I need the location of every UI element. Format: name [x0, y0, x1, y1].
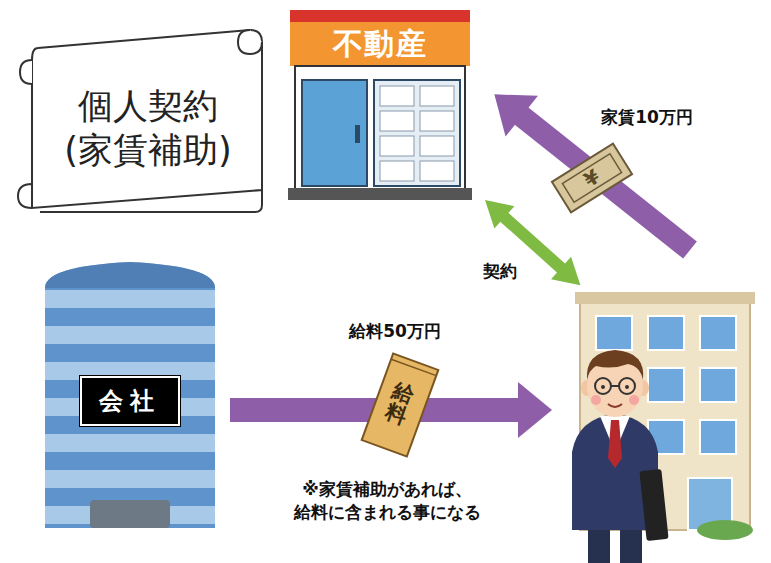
- apartment-window: [700, 316, 736, 350]
- cheek: [591, 395, 601, 405]
- tie: [608, 420, 622, 468]
- glasses: [595, 378, 611, 394]
- briefcase: [639, 469, 668, 541]
- eye: [625, 385, 629, 389]
- glasses: [619, 378, 635, 394]
- listing-card: [420, 111, 454, 131]
- listing-card: [420, 161, 454, 181]
- bush: [697, 520, 753, 540]
- scroll-curl: [20, 60, 32, 84]
- apartment-window: [648, 368, 684, 402]
- building-roof: [45, 262, 215, 288]
- cheek: [629, 395, 639, 405]
- listing-card: [380, 161, 414, 181]
- arrow-head: [551, 257, 590, 297]
- note-text: ※家賃補助があれば、 給料に含まれる事になる: [262, 478, 512, 524]
- shop-door: [302, 80, 367, 186]
- listing-card: [380, 111, 414, 131]
- shop-base: [288, 188, 472, 200]
- company-building: [45, 262, 215, 528]
- listing-card: [380, 86, 414, 106]
- rent-label: 家賃10万円: [582, 106, 712, 129]
- salary-envelope: [362, 354, 439, 457]
- door-handle: [355, 125, 360, 143]
- glasses: [611, 385, 619, 387]
- envelope-body: [362, 354, 439, 457]
- apartment-roof: [575, 292, 755, 304]
- salaryman: [572, 350, 669, 563]
- apartment-window: [700, 368, 736, 402]
- arrow-head: [475, 189, 514, 229]
- scroll-curl: [238, 30, 262, 54]
- shop-sign: [290, 22, 470, 66]
- apartment-window: [700, 420, 736, 454]
- arrow-shaft: [513, 106, 697, 259]
- building-body: [45, 262, 215, 528]
- shop-wall: [295, 66, 465, 190]
- arrow-head: [478, 74, 538, 136]
- salary-label: 給料50万円: [330, 320, 460, 343]
- listing-window: [374, 80, 460, 186]
- node-text: 会社: [99, 386, 161, 416]
- scroll-banner: 個人契約 (家賃補助): [38, 58, 258, 198]
- scroll-curl: [18, 184, 32, 208]
- node-text: 個人契約 (家賃補助): [44, 84, 252, 172]
- apartment-window: [648, 316, 684, 350]
- listing-cards: [380, 86, 454, 181]
- bill-paper: [552, 144, 632, 213]
- mouth: [608, 404, 622, 407]
- envelope-flap: [391, 359, 436, 375]
- shop-roof: [290, 10, 470, 22]
- contract-label: 契約: [472, 260, 528, 283]
- apartment-window: [596, 316, 632, 350]
- node-text: 不動産: [333, 22, 428, 66]
- company-label: 会社: [80, 376, 180, 426]
- bill: [552, 144, 632, 213]
- shop-building: [288, 10, 472, 200]
- shop-box: 不動産: [290, 10, 470, 200]
- listing-card: [420, 86, 454, 106]
- building-door: [90, 500, 170, 528]
- scroll: [18, 30, 262, 212]
- hair: [587, 350, 643, 380]
- listing-card: [420, 136, 454, 156]
- bill-frame: [562, 154, 621, 202]
- rent-arrow: [478, 74, 706, 270]
- listing-card: [380, 136, 414, 156]
- eye: [601, 385, 605, 389]
- scroll-body: [32, 30, 262, 208]
- scroll-edge: [40, 190, 262, 212]
- arrow-head: [518, 382, 552, 438]
